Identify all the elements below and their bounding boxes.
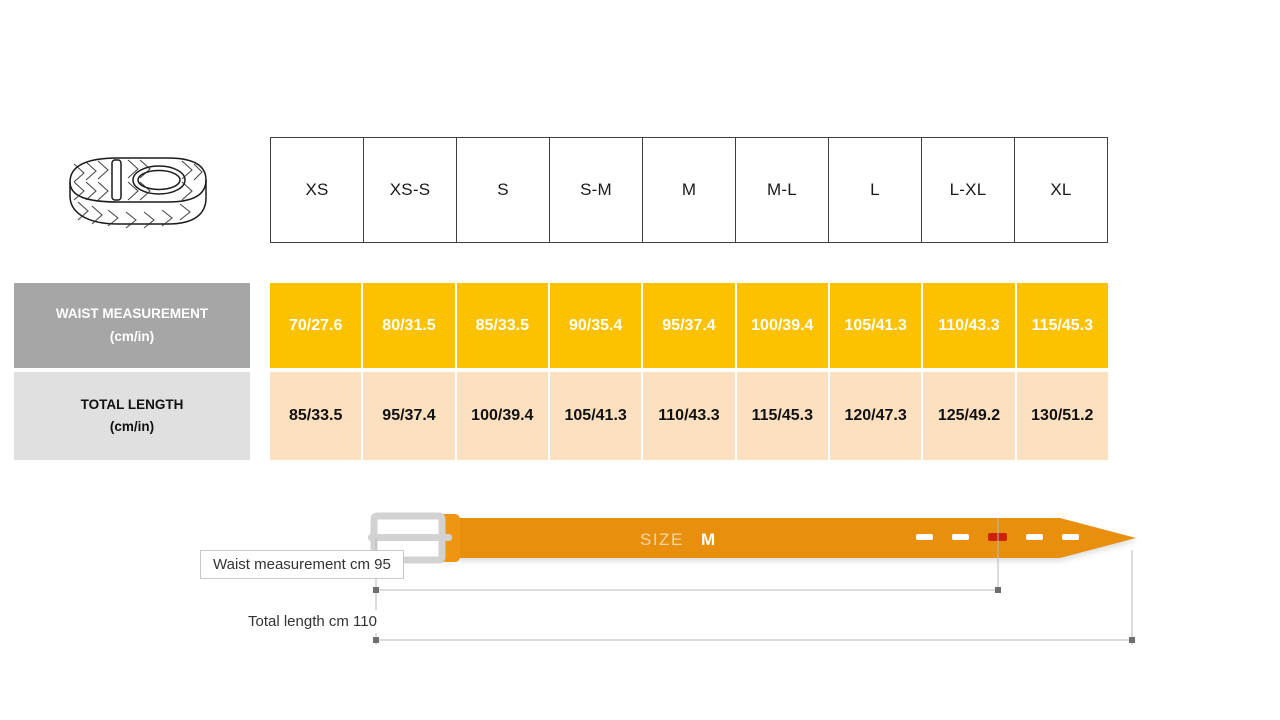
- length-cell: 125/49.2: [923, 372, 1017, 460]
- size-header-cell: S-M: [549, 137, 642, 243]
- waist-cell: 100/39.4: [736, 283, 830, 368]
- size-header-cell: M: [642, 137, 735, 243]
- length-cell: 85/33.5: [270, 372, 364, 460]
- size-header-row: XS XS-S S S-M M M-L L L-XL XL: [270, 137, 1108, 243]
- length-cell: 105/41.3: [549, 372, 644, 460]
- total-length-row: TOTAL LENGTH (cm/in) 85/33.5 95/37.4 100…: [14, 372, 1108, 460]
- total-length-cells: 85/33.5 95/37.4 100/39.4 105/41.3 110/43…: [270, 372, 1108, 460]
- belt-hole: [1026, 534, 1043, 540]
- waist-measurement-row: WAIST MEASUREMENT (cm/in) 70/27.6 80/31.…: [14, 283, 1108, 368]
- waist-cell: 105/41.3: [829, 283, 924, 368]
- buckle-prong-bar: [368, 534, 452, 541]
- belt-hole: [952, 534, 969, 540]
- length-cell: 115/45.3: [736, 372, 830, 460]
- dimension-lines: [360, 510, 1150, 645]
- belt-strap: [444, 518, 1136, 558]
- waist-cell: 95/37.4: [643, 283, 737, 368]
- waist-cell: 85/33.5: [456, 283, 550, 368]
- row-label-line2: (cm/in): [109, 419, 155, 434]
- size-header-cell: M-L: [735, 137, 828, 243]
- braided-belt-icon: [56, 144, 216, 240]
- waist-measurement-cells: 70/27.6 80/31.5 85/33.5 90/35.4 95/37.4 …: [270, 283, 1108, 368]
- waist-dimension-label: Waist measurement cm 95: [200, 550, 404, 579]
- size-chart: XS XS-S S S-M M M-L L L-XL XL WAIST MEAS…: [14, 137, 1108, 460]
- belt-illustration: SIZE M: [360, 512, 1140, 574]
- size-header-cell: L: [828, 137, 921, 243]
- size-prefix-text: SIZE: [640, 530, 684, 549]
- length-cell: 95/37.4: [363, 372, 457, 460]
- total-length-label: TOTAL LENGTH (cm/in): [14, 372, 250, 460]
- waist-cell: 115/45.3: [1016, 283, 1108, 368]
- size-header-cell: L-XL: [921, 137, 1014, 243]
- size-header-cell: XS-S: [363, 137, 456, 243]
- belt-hole: [1062, 534, 1079, 540]
- row-label-line2: (cm/in): [109, 328, 155, 344]
- length-cell: 110/43.3: [643, 372, 737, 460]
- total-length-dimension-label: Total length cm 110: [236, 610, 389, 633]
- size-value-text: M: [701, 530, 715, 549]
- row-label-line1: WAIST MEASUREMENT: [55, 306, 209, 322]
- belt-measurement-diagram: SIZE M: [0, 480, 1280, 720]
- size-header-cell: XL: [1014, 137, 1108, 243]
- belt-hole: [916, 534, 933, 540]
- size-header-cell: XS: [270, 137, 363, 243]
- waist-measurement-label: WAIST MEASUREMENT (cm/in): [14, 283, 250, 368]
- length-cell: 100/39.4: [456, 372, 550, 460]
- waist-cell: 70/27.6: [270, 283, 364, 368]
- size-header-cell: S: [456, 137, 549, 243]
- waist-cell: 80/31.5: [363, 283, 457, 368]
- waist-cell: 90/35.4: [549, 283, 644, 368]
- length-cell: 120/47.3: [829, 372, 924, 460]
- length-cell: 130/51.2: [1016, 372, 1108, 460]
- waist-cell: 110/43.3: [923, 283, 1017, 368]
- row-label-line1: TOTAL LENGTH: [80, 396, 184, 412]
